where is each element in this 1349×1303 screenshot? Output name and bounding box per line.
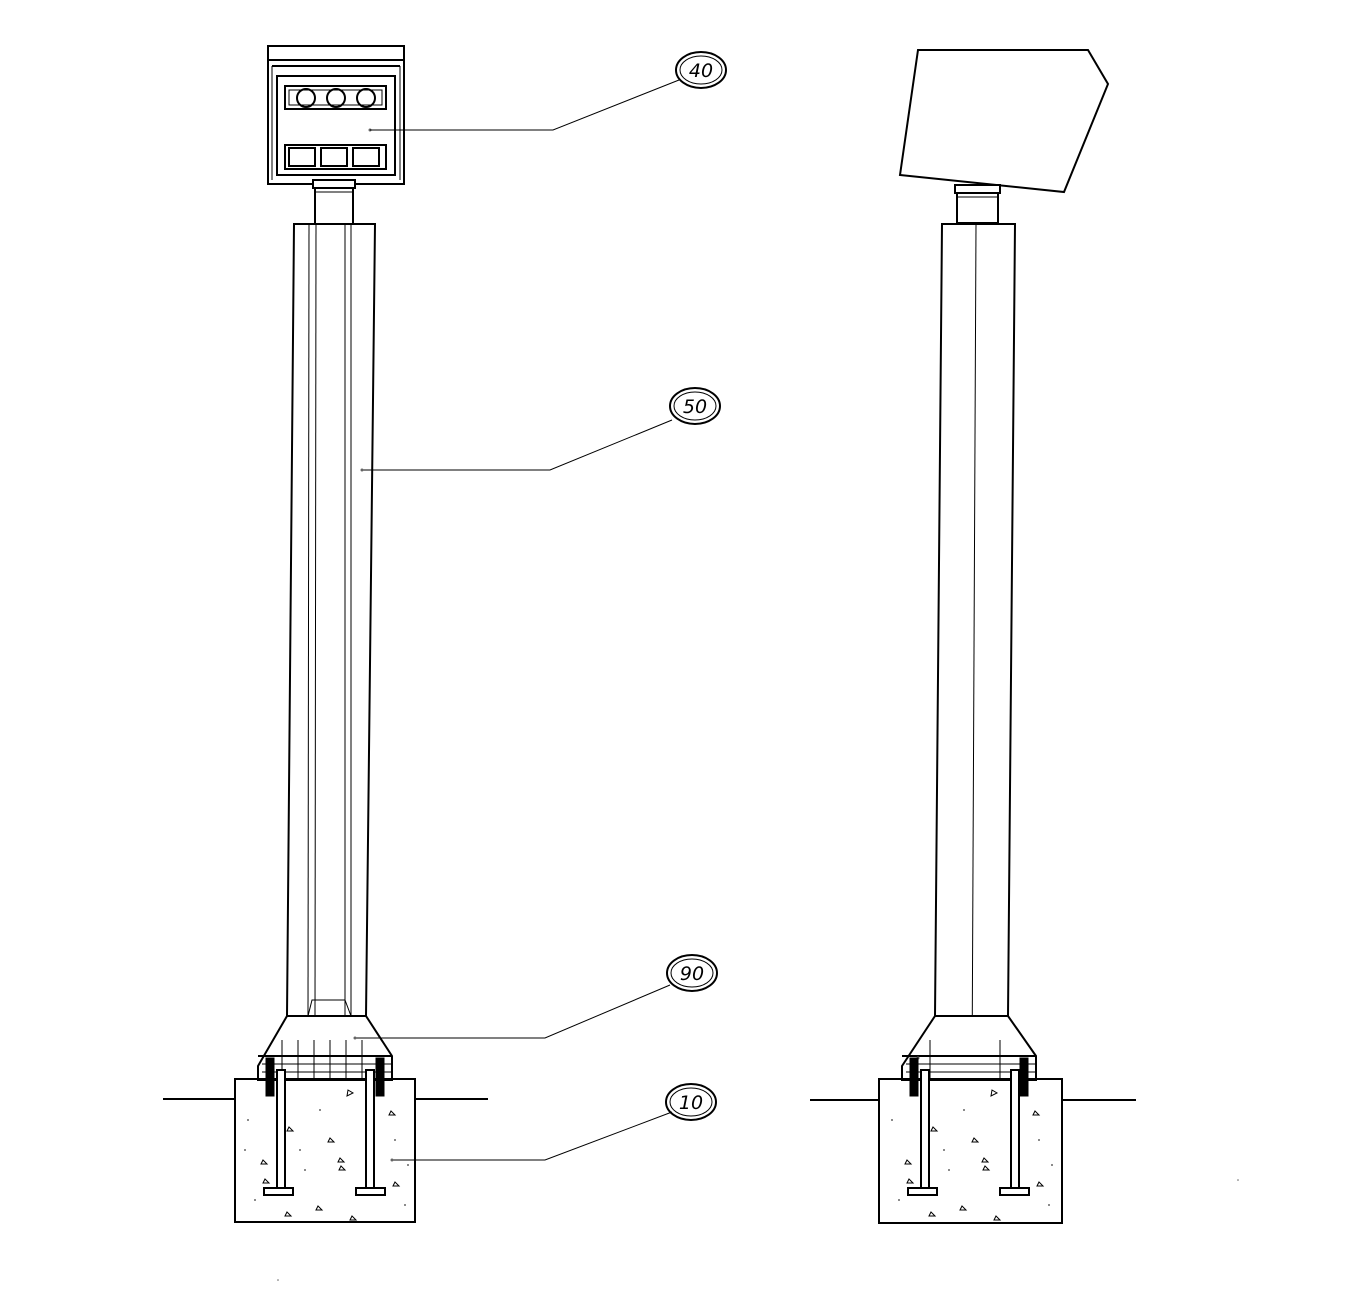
signal-head-side xyxy=(898,49,1110,194)
leader-lines xyxy=(353,79,680,1162)
neck-connector-side xyxy=(954,184,1001,224)
concrete-block-side xyxy=(878,1078,1063,1224)
callout-50: 50 xyxy=(669,387,721,425)
side-elevation xyxy=(810,49,1136,1224)
lamp-1 xyxy=(296,88,316,108)
foundation-side xyxy=(810,1057,1136,1224)
lamp-row-bottom xyxy=(284,144,387,170)
concrete-block xyxy=(234,1078,416,1223)
foundation-front xyxy=(163,1057,488,1223)
neck-connector-front xyxy=(312,179,356,225)
post-side xyxy=(933,223,1017,1079)
callout-label-90: 90 xyxy=(680,963,704,985)
callout-40: 40 xyxy=(675,51,727,89)
callout-90: 90 xyxy=(666,954,718,992)
post-front xyxy=(285,223,377,1017)
front-elevation: 40 50 90 10 xyxy=(163,45,727,1223)
callout-label-40: 40 xyxy=(689,60,713,82)
callout-label-10: 10 xyxy=(679,1092,703,1114)
callout-label-50: 50 xyxy=(683,396,707,418)
lamp-2 xyxy=(326,88,346,108)
signal-head-front xyxy=(267,45,405,185)
lamp-row-top xyxy=(284,85,387,110)
signal-housing xyxy=(267,45,405,185)
callout-10: 10 xyxy=(665,1083,717,1121)
lamp-3 xyxy=(356,88,376,108)
